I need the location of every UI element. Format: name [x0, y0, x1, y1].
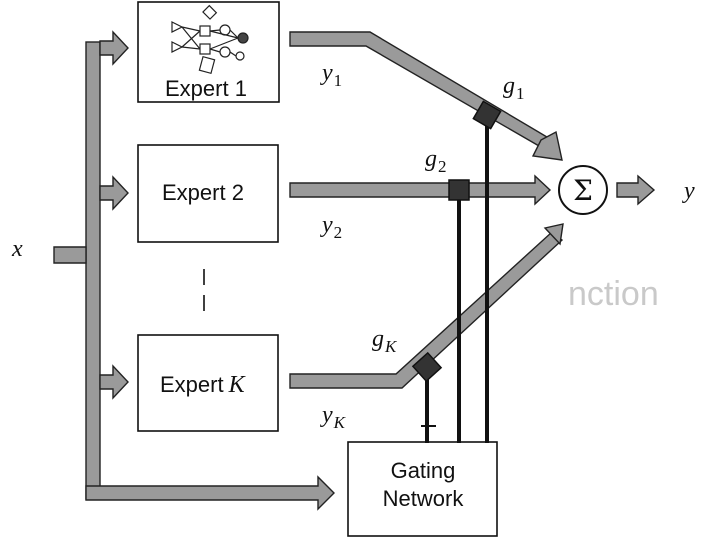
label-g2: g2 [425, 146, 447, 176]
gate-node-1 [472, 100, 502, 130]
gating-frame [347, 441, 498, 537]
gate-node-2 [448, 179, 470, 201]
arrow-to-expert-1 [99, 30, 129, 66]
expert-k-frame [137, 334, 279, 432]
label-gk: gK [372, 326, 398, 356]
output-label-y: y [682, 178, 695, 204]
expert-1-frame [137, 1, 280, 103]
neural-network-icon [171, 4, 249, 75]
sigma-symbol: Σ [573, 174, 593, 207]
expert-2-label: Expert 2 [162, 180, 244, 205]
gate-node-k [411, 351, 443, 383]
label-g1: g1 [503, 73, 525, 103]
expert-k-var: K [228, 372, 247, 398]
arrow-to-expert-2 [99, 175, 129, 211]
expert-k-prefix: Expert [160, 372, 224, 397]
output-arrow [616, 174, 656, 206]
input-trunk [53, 30, 335, 511]
arrowhead-y1 [531, 130, 563, 161]
arrowhead-yk [543, 223, 564, 246]
label-y2: y2 [320, 212, 342, 242]
summation-node: Σ [558, 165, 608, 215]
input-stub [53, 246, 87, 264]
expert-1-label: Expert 1 [165, 76, 247, 101]
background-text: nction [568, 275, 659, 313]
input-trunk-bar [85, 41, 101, 500]
arrow-to-expert-k [99, 364, 129, 400]
gate-nodes [411, 100, 502, 383]
expert-1-box: Expert 1 [137, 1, 280, 103]
arrow-to-gating [85, 475, 335, 511]
summation-circle [558, 165, 608, 215]
output-pipes [289, 31, 656, 389]
gating-network-box: Gating Network [347, 441, 498, 537]
expert-2-box: Expert 2 [137, 144, 279, 243]
pipe-y2 [289, 174, 552, 206]
gating-label-line2: Network [383, 486, 465, 511]
label-y1: y1 [320, 60, 342, 90]
expert-2-frame [137, 144, 279, 243]
label-yk: yK [320, 402, 347, 432]
input-label-x: x [11, 236, 23, 262]
gating-label-line1: Gating [391, 458, 456, 483]
